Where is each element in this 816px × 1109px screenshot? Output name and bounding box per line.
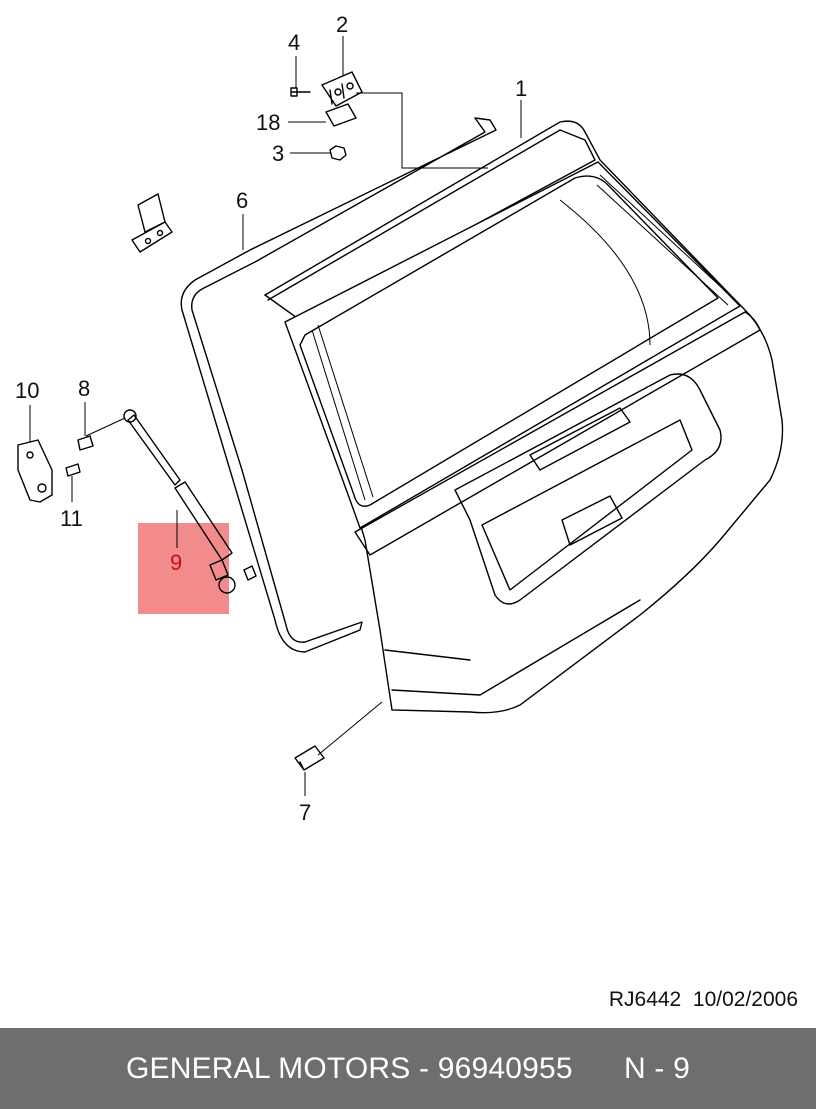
callout-7: 7 [299,800,311,825]
strut-bracket [17,439,53,503]
reference-code: RJ6442 10/02/2006 [608,988,798,1011]
hinge-plate [325,103,357,127]
leader-lines [29,36,522,796]
rear-window-glass[interactable] [299,175,719,507]
window-reflection [559,199,651,346]
handle-recess [529,407,631,471]
callout-18: 18 [256,110,280,135]
liftgate-lower-garnish [354,311,761,556]
washer-8 [77,435,94,451]
license-plate-area [454,373,722,605]
nut-3 [329,145,347,161]
ball-stud [243,565,257,581]
hinge-left [131,193,173,253]
license-plate-recess [481,419,693,591]
callout-3: 3 [272,141,284,166]
bolt-4 [290,87,311,97]
highlight-box [138,523,229,614]
window-inner-rail [311,174,736,501]
weatherstrip-seal [180,117,497,653]
rear-window-frame [284,161,742,530]
callout-4: 4 [288,30,300,55]
license-plate-mount [561,495,623,546]
bolt-11 [65,463,81,477]
callout-11: 11 [60,506,83,531]
bumper-stopper[interactable] [294,745,325,771]
callout-10: 10 [15,378,39,403]
parts-diagram: 1 2 3 4 6 7 8 9 10 11 18 [15,12,784,825]
hinge-right[interactable] [321,71,363,107]
gas-strut[interactable] [127,414,233,561]
callout-9: 9 [170,550,182,575]
footer-text: GENERAL MOTORS - 96940955 N - 9 [125,1051,691,1085]
callout-1: 1 [515,76,527,101]
footer-bar: GENERAL MOTORS - 96940955 N - 9 [0,1028,816,1109]
callout-2: 2 [336,12,348,37]
callout-6: 6 [236,188,248,213]
bottom-skirt [384,599,641,696]
callout-8: 8 [78,376,90,401]
